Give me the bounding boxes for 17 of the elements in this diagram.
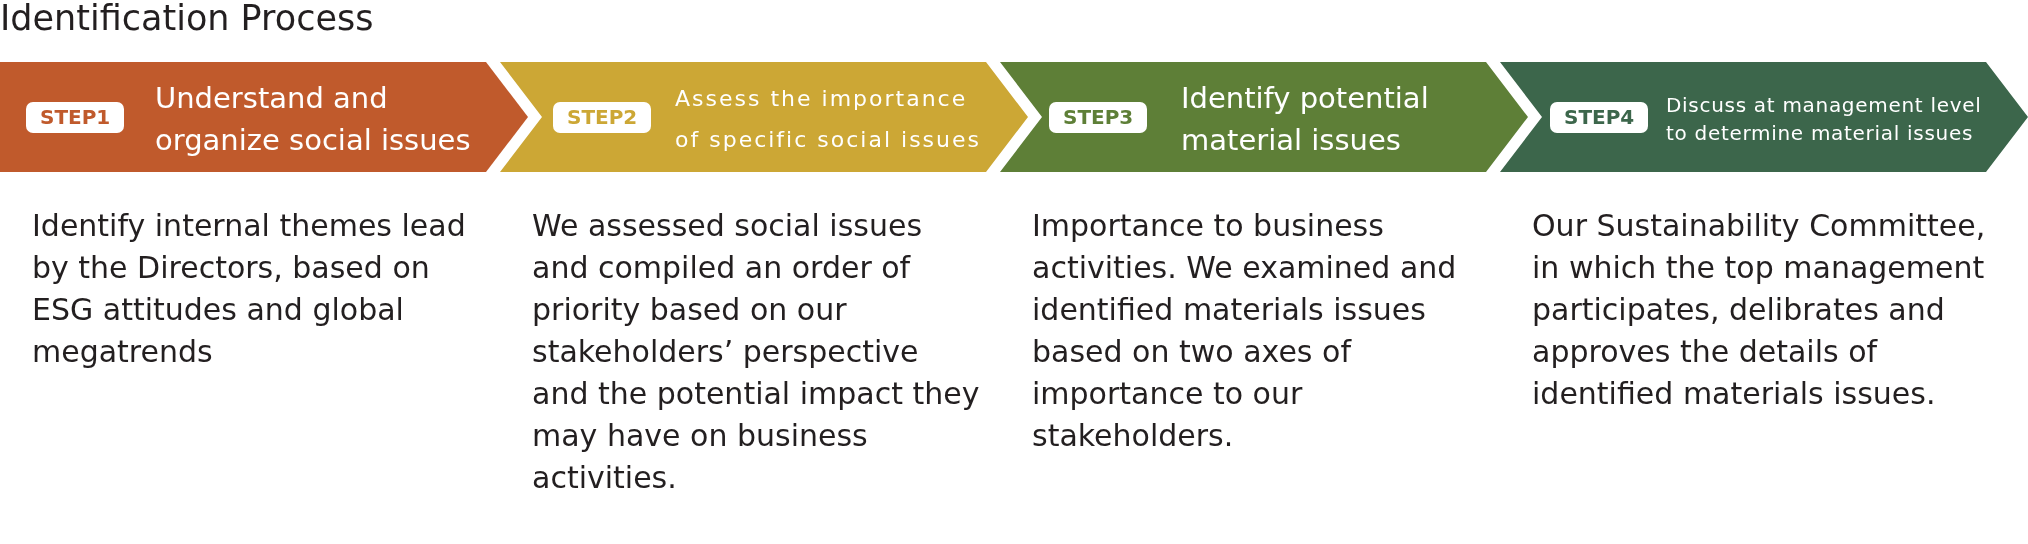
step-description: Importance to business activities. We examined and identified materials issues based on two axes of importance to our stakeholders.: [1032, 207, 1458, 455]
step-description: We assessed social issues and compiled an order of priority based on our stakeholders’ perspective and the potential impact they may have on business activities.: [532, 207, 981, 497]
step-badge: STEP1: [26, 102, 125, 133]
step-heading: Assess the importance of specific social issues: [675, 85, 982, 154]
step-badge: STEP3: [1049, 102, 1148, 133]
step-badge: STEP2: [553, 102, 652, 133]
process-step-banner: [0, 62, 528, 172]
process-step-banner: [500, 62, 1028, 172]
step-description: Identify internal themes lead by the Directors, based on ESG attitudes and global megatrends: [32, 207, 467, 371]
step-heading: Discuss at management level to determine material issues: [1666, 92, 1983, 147]
step-heading: Identify potential material issues: [1181, 80, 1430, 159]
diagram-title: Identification Process: [0, 0, 374, 38]
step-heading: Understand and organize social issues: [155, 80, 472, 159]
process-step-banner: [1000, 62, 1528, 172]
step-description: Our Sustainability Committee, in which the top management participates, delibrates and approves the details of identified materials issues.: [1532, 207, 1987, 413]
process-step-banner: [1500, 62, 2028, 172]
step-badge: STEP4: [1550, 102, 1649, 133]
